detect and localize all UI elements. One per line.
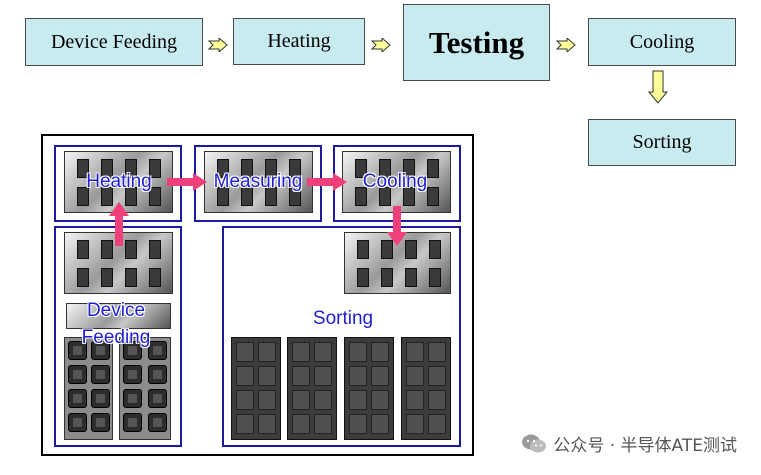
feeding-chip-tray-left	[64, 337, 113, 440]
measuring-tray	[204, 151, 313, 213]
label-cooling: Cooling	[362, 171, 428, 192]
flow-arrow-right-icon	[556, 38, 576, 52]
feeding-chip-tray-right	[119, 337, 171, 440]
watermark-text: 公众号 · 半导体ATE测试	[553, 436, 737, 456]
pink-arrow-right-icon	[307, 173, 347, 191]
pink-arrow-down-icon	[387, 206, 407, 246]
sorting-bin	[287, 337, 337, 440]
step-device-feeding: Device Feeding	[25, 18, 203, 66]
label-device-feeding-line1: Device	[86, 300, 146, 321]
flow-arrow-down-icon	[648, 70, 668, 104]
handler-machine-diagram: Heating Measuring Cooling Device Feeding…	[41, 134, 474, 456]
step-sorting: Sorting	[588, 119, 736, 166]
flow-arrow-right-icon	[371, 38, 391, 52]
pink-arrow-up-icon	[109, 202, 129, 246]
sorting-bin	[344, 337, 394, 440]
sorting-bin	[401, 337, 451, 440]
flow-arrow-right-icon	[208, 38, 228, 52]
pink-arrow-right-icon	[167, 173, 207, 191]
step-heating: Heating	[233, 18, 365, 65]
sorting-zone	[222, 226, 461, 447]
label-measuring: Measuring	[213, 171, 303, 192]
feeding-rail	[66, 303, 171, 329]
label-sorting: Sorting	[312, 308, 374, 329]
step-cooling: Cooling	[588, 18, 736, 66]
label-heating: Heating	[86, 171, 152, 192]
cooling-tray	[342, 151, 451, 213]
step-testing: Testing	[403, 4, 550, 81]
wechat-icon	[522, 434, 547, 452]
sorting-bin	[231, 337, 281, 440]
watermark: 公众号 · 半导体ATE测试	[521, 431, 737, 456]
label-device-feeding-line2: Feeding	[81, 327, 151, 348]
